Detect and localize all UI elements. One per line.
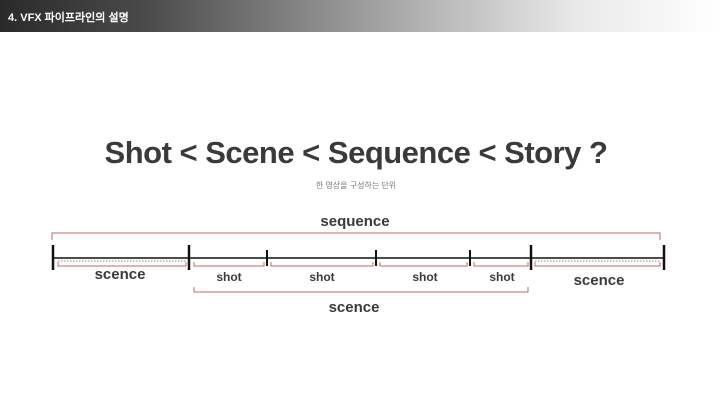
scene-left-bracket [57, 262, 187, 267]
header-bar: 4. VFX 파이프라인의 설명 [0, 0, 720, 32]
sequence-bracket [51, 232, 661, 240]
scene-left-label: scence [94, 266, 146, 283]
shot-label: shot [216, 270, 242, 284]
scene-right-label: scence [573, 272, 625, 289]
shot-label: shot [489, 270, 515, 284]
main-title: Shot < Scene < Sequence < Story ? [104, 135, 608, 170]
shot-label: shot [412, 270, 438, 284]
scene-middle-bracket [193, 287, 529, 293]
shot-label: shot [309, 270, 335, 284]
shot-bracket [270, 262, 374, 267]
scene-middle-label: scence [328, 299, 380, 316]
shot-bracket [193, 262, 265, 267]
shot-bracket [379, 262, 468, 267]
scene-right-bracket [534, 262, 661, 267]
section-title: 4. VFX 파이프라인의 설명 [8, 12, 129, 24]
sequence-label: sequence [320, 213, 390, 230]
subtitle: 한 영상을 구성하는 단위 [315, 181, 397, 190]
shot-bracket [473, 262, 529, 267]
